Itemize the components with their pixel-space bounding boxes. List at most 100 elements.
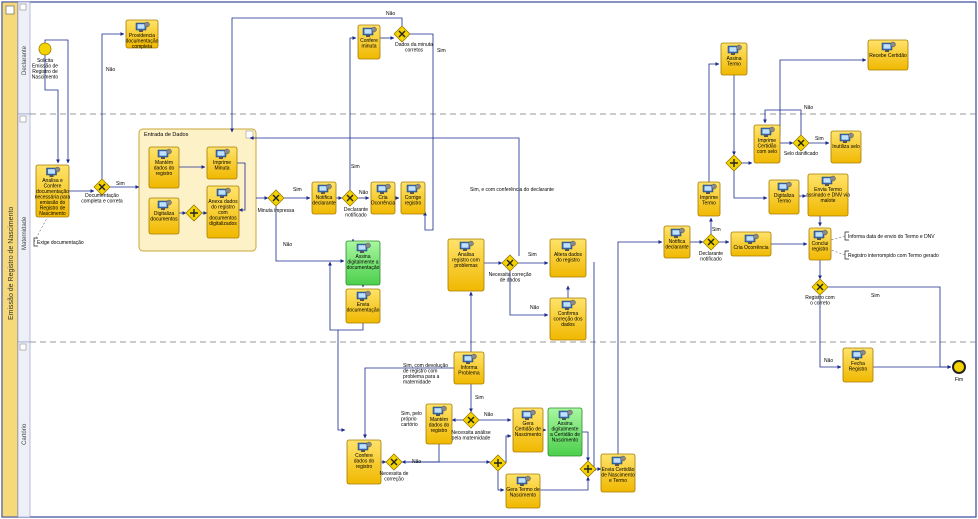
screen-icon [563, 243, 571, 248]
lane-collapse-icon[interactable] [19, 343, 27, 351]
screen-icon [408, 186, 416, 191]
edge-label-sim: Sim [815, 136, 824, 142]
sequence-flow [779, 58, 867, 135]
gateway-nec-correcao[interactable] [385, 453, 403, 471]
screen-icon [746, 236, 754, 241]
start-event[interactable] [38, 42, 52, 56]
lane-collapse-icon[interactable] [19, 115, 27, 123]
gateway-doc-completa[interactable] [93, 178, 111, 196]
gear-icon [570, 240, 576, 247]
screen-icon [461, 243, 469, 248]
lane-collapse-icon[interactable] [19, 3, 27, 11]
task-inutiliza-selo[interactable]: Inutiliza selo [830, 130, 862, 164]
screen-icon [523, 412, 531, 417]
exclusive-marker-icon [398, 30, 406, 38]
gear-icon [468, 240, 474, 247]
edge-label-sim: Sim [712, 227, 721, 233]
task-box [125, 19, 159, 49]
task-box [867, 39, 909, 71]
sequence-flow [819, 295, 842, 369]
gear-icon [570, 299, 576, 306]
gateway-selo[interactable] [792, 134, 810, 152]
gateway-nec-correcao-dados[interactable] [501, 254, 519, 272]
gateway-notificado2[interactable] [702, 233, 720, 251]
exclusive-marker-icon [506, 259, 514, 267]
sequence-flow [505, 434, 512, 463]
task-box [600, 453, 636, 493]
gear-icon [385, 183, 391, 190]
gateway-registro-correto[interactable] [811, 278, 829, 296]
gateway-dados-minuta[interactable] [393, 25, 411, 43]
subprocess-collapse-icon[interactable] [245, 130, 254, 139]
screen-icon [319, 186, 327, 191]
task-box [447, 238, 485, 292]
end-event[interactable] [952, 360, 966, 374]
task-box [148, 146, 180, 189]
edge-label-sim: Sim [437, 48, 446, 54]
gateway-join2[interactable] [579, 460, 597, 478]
stand-icon [219, 157, 223, 159]
edge-label-nao: Não [283, 242, 292, 248]
task-recebe-certidao[interactable]: Recebe Certidão [867, 39, 909, 71]
edge-label-nao: Não [804, 105, 813, 111]
gateway-nec-analise[interactable] [462, 411, 480, 429]
screen-icon [853, 352, 861, 357]
sequence-flow [44, 39, 70, 164]
gear-icon [166, 148, 172, 155]
pool-collapse-icon[interactable] [5, 5, 15, 15]
gateway-plus3[interactable] [725, 154, 743, 172]
sequence-flow [497, 471, 505, 492]
gateway-notificado1[interactable] [341, 189, 359, 207]
gateway-label: Selo danificado [784, 151, 818, 157]
task-box [425, 403, 453, 445]
gear-icon [753, 233, 759, 240]
gateway-split2[interactable] [489, 454, 507, 472]
screen-icon [217, 151, 225, 156]
pool-title: Emissão de Registro de Nascimento [8, 207, 15, 320]
task-box [842, 347, 874, 383]
stand-icon [360, 251, 364, 253]
gateway-minuta[interactable] [267, 189, 285, 207]
task-cria-ocorr2[interactable]: Cria Ocorrência [730, 231, 772, 257]
gateway-sub-join[interactable] [185, 204, 203, 222]
end-event-circle [952, 360, 966, 374]
screen-icon [729, 47, 737, 52]
